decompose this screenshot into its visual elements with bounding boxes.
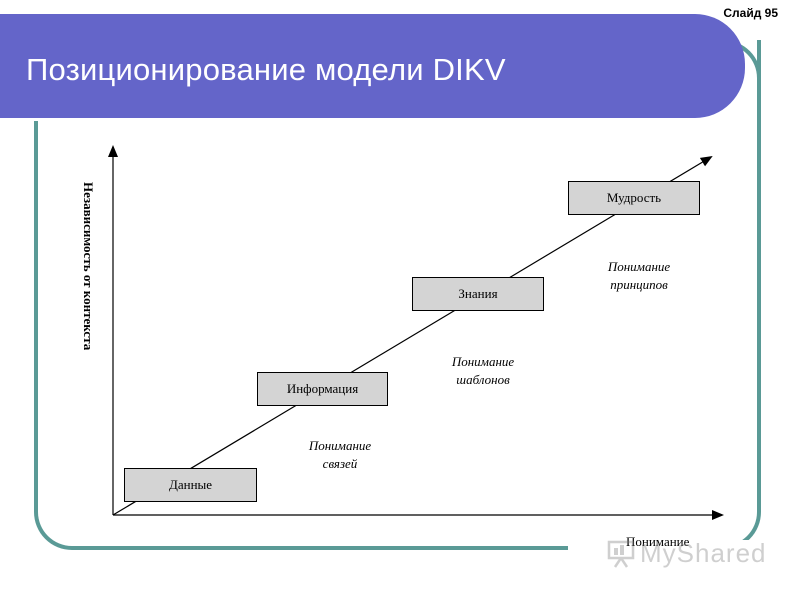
slide-frame: [34, 40, 761, 550]
transition-note-patterns: Понимание шаблонов: [433, 353, 533, 389]
level-box-information: Информация: [257, 372, 388, 406]
slide-number: Слайд 95: [723, 6, 778, 20]
presentation-icon: [607, 540, 635, 568]
transition-note-line: принципов: [610, 277, 668, 292]
slide-title: Позиционирование модели DIKV: [26, 52, 506, 87]
level-box-wisdom: Мудрость: [568, 181, 700, 215]
progress-diagonal: [112, 155, 713, 516]
title-bar: Позиционирование модели DIKV: [0, 14, 745, 121]
transition-note-line: шаблонов: [456, 372, 510, 387]
level-box-data: Данные: [124, 468, 257, 502]
watermark: MyShared: [606, 538, 767, 569]
transition-note-line: связей: [322, 456, 358, 471]
transition-note-line: Понимание: [607, 259, 671, 274]
transition-note-line: Понимание: [308, 438, 372, 453]
transition-note-line: Понимание: [451, 354, 515, 369]
watermark-text: MyShared: [640, 538, 767, 568]
transition-note-connections: Понимание связей: [290, 437, 390, 473]
level-box-knowledge: Знания: [412, 277, 544, 311]
x-axis-label: Понимание: [626, 534, 690, 549]
transition-note-principles: Понимание принципов: [589, 258, 689, 294]
y-axis-label: Независимость от контекста: [81, 182, 96, 351]
title-underline: [0, 118, 706, 121]
frame-gap: [568, 540, 768, 560]
